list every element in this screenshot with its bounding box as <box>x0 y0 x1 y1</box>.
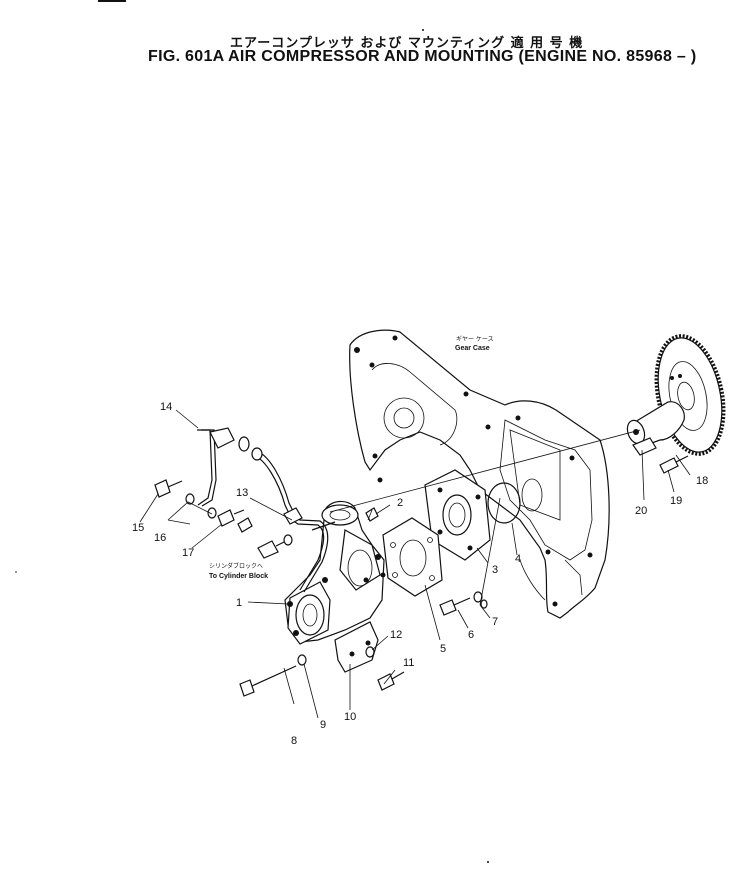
air-pipe <box>197 427 250 507</box>
callout-17: 17 <box>182 547 194 559</box>
callout-5: 5 <box>440 643 446 655</box>
plug <box>365 507 379 522</box>
callout-3: 3 <box>492 564 498 576</box>
cylinder-block-note: To Cylinder Block <box>209 573 268 580</box>
callout-13: 13 <box>236 487 248 499</box>
bracket-bolt <box>377 671 405 691</box>
callout-14: 14 <box>160 401 172 413</box>
gear-case <box>349 329 610 619</box>
gear-lock-plate <box>632 437 657 456</box>
air-compressor <box>284 500 386 645</box>
o-ring <box>487 482 521 524</box>
alignment-line <box>329 429 641 513</box>
long-bolt <box>239 665 297 697</box>
mounting-washer <box>473 591 488 609</box>
figure-title: FIG. 601A AIR COMPRESSOR AND MOUNTING (E… <box>148 48 697 65</box>
speck <box>487 861 489 863</box>
cylinder-block-note-jp: シリンダブロックへ <box>209 562 263 570</box>
callout-2: 2 <box>397 497 403 509</box>
banjo-bolt-left <box>154 479 183 498</box>
callout-15: 15 <box>132 522 144 534</box>
callout-18: 18 <box>696 475 708 487</box>
speck <box>422 29 424 31</box>
callout-16: 16 <box>154 532 166 544</box>
speck <box>15 571 17 573</box>
gear-case-note: Gear Case <box>455 345 490 352</box>
callout-4: 4 <box>515 553 521 565</box>
callout-1: 1 <box>236 597 242 609</box>
corner-mark <box>98 0 126 2</box>
pipe-fitting <box>217 509 253 533</box>
callout-12: 12 <box>390 629 402 641</box>
callout-20: 20 <box>635 505 647 517</box>
banjo-gasket <box>185 493 217 519</box>
callout-9: 9 <box>320 719 326 731</box>
callout-8: 8 <box>291 735 297 747</box>
callout-19: 19 <box>670 495 682 507</box>
mounting-bolt <box>439 597 471 616</box>
compressor-adapter <box>424 469 491 561</box>
delivery-tube <box>251 447 329 593</box>
gear-bolt <box>659 455 689 474</box>
alignment-line-2 <box>479 497 501 606</box>
leader-lines <box>139 409 691 719</box>
banjo-bolt <box>257 534 293 559</box>
title-japanese: エアーコンプレッサ および マウンティング 適 用 号 機 <box>230 36 584 51</box>
gasket <box>382 517 443 597</box>
compressor-bracket <box>334 621 379 673</box>
drive-gear <box>626 334 726 456</box>
gear-case-note-jp: ギヤー ケース <box>456 336 494 343</box>
callout-6: 6 <box>468 629 474 641</box>
callout-10: 10 <box>344 711 356 723</box>
callout-7: 7 <box>492 616 498 628</box>
bracket-washer <box>365 646 375 658</box>
callout-11: 11 <box>403 657 414 669</box>
lock-washer <box>297 654 307 666</box>
